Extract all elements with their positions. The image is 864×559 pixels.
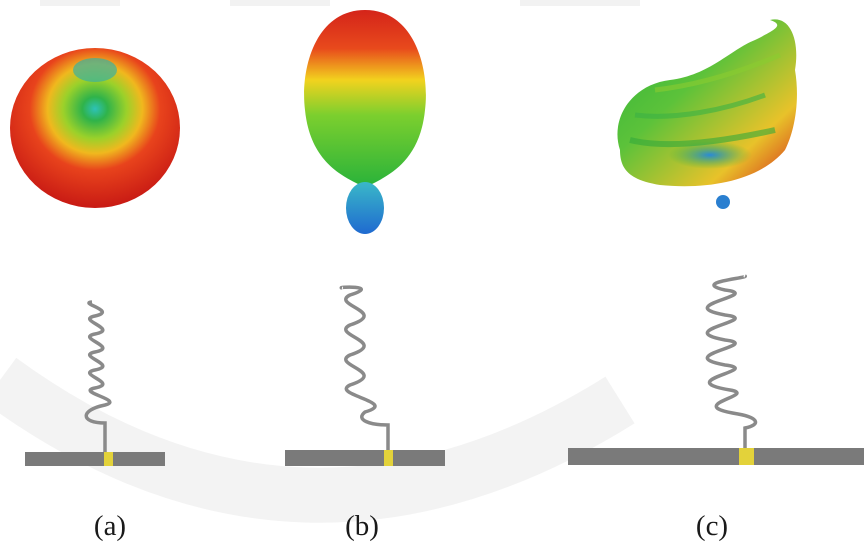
panel-b: (b)	[270, 0, 470, 559]
feed-point-c	[739, 448, 754, 465]
caption-a: (a)	[93, 510, 127, 542]
back-lobe-b	[346, 182, 384, 234]
panel-c: (c)	[560, 0, 864, 559]
caption-b: (b)	[345, 510, 379, 542]
ground-plane-c	[568, 448, 864, 465]
ground-plane-a	[25, 452, 165, 466]
radiation-pattern-a	[10, 48, 180, 208]
helix-antenna-b	[339, 285, 390, 455]
panel-a: (a)	[0, 0, 230, 559]
helix-antenna-a	[84, 300, 112, 455]
radiation-pattern-b	[304, 10, 426, 185]
helix-antenna-c	[705, 274, 758, 458]
feed-point-b	[384, 450, 393, 466]
ground-plane-b	[285, 450, 445, 466]
radiation-pattern-c	[617, 19, 797, 209]
caption-c: (c)	[695, 510, 729, 542]
feed-point-a	[104, 452, 113, 466]
